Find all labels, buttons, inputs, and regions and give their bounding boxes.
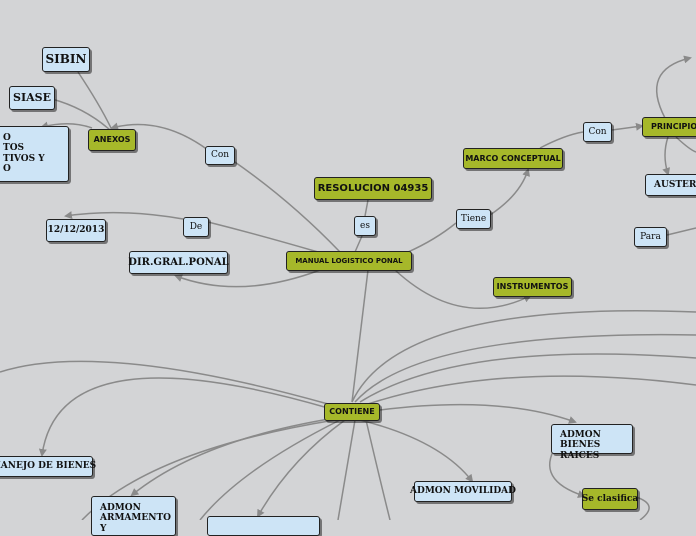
link-principios-right bbox=[675, 136, 696, 153]
link-contiene-manejo bbox=[38, 377, 329, 457]
link-contiene-armamento bbox=[130, 417, 336, 497]
link-tiene-marco bbox=[489, 168, 530, 216]
node-es[interactable]: es bbox=[354, 216, 376, 236]
node-contiene[interactable]: CONTIENE bbox=[324, 403, 380, 421]
node-se-clasifica[interactable]: Se clasifica bbox=[582, 488, 638, 510]
node-bottom-box[interactable] bbox=[207, 516, 320, 536]
node-siase[interactable]: SIASE bbox=[9, 86, 55, 110]
link-principios-loop bbox=[656, 55, 692, 119]
link-manual-dir bbox=[174, 269, 321, 288]
link-manual-instrumentos bbox=[394, 269, 532, 309]
node-resolucion[interactable]: RESOLUCION 04935 bbox=[314, 177, 432, 200]
node-para[interactable]: Para bbox=[634, 227, 667, 247]
node-dir-gral[interactable]: DIR.GRAL.PONAL bbox=[128, 251, 229, 274]
node-manejo-bienes[interactable]: MANEJO DE BIENES bbox=[0, 456, 96, 477]
link-contiene-right4 bbox=[364, 375, 696, 406]
link-de-fecha bbox=[64, 211, 184, 220]
link-contiene-left3 bbox=[199, 419, 341, 520]
link-contiene-down bbox=[337, 419, 356, 520]
link-sibin-anexos bbox=[77, 71, 113, 131]
connection-lines bbox=[0, 55, 696, 520]
link-manual-con bbox=[231, 159, 341, 253]
link-es-manual bbox=[354, 235, 363, 253]
link-anexos-text bbox=[40, 121, 93, 130]
link-manual-contiene bbox=[351, 269, 369, 403]
node-instrumentos[interactable]: INSTRUMENTOS bbox=[493, 277, 572, 297]
link-con-anexos bbox=[110, 122, 209, 151]
link-contiene-bienes bbox=[379, 403, 577, 424]
link-contiene-movilidad bbox=[359, 419, 474, 483]
link-marco-con bbox=[539, 131, 584, 149]
link-contiene-down2 bbox=[365, 419, 391, 520]
link-contiene-bottom bbox=[257, 419, 346, 518]
link-contiene-left1 bbox=[0, 360, 329, 405]
node-con-left[interactable]: Con bbox=[205, 146, 235, 165]
link-siase-anexos bbox=[51, 98, 111, 131]
link-clasifica-right bbox=[635, 496, 650, 520]
node-principios[interactable]: PRINCIPIOS bbox=[642, 117, 696, 137]
node-sibin[interactable]: SIBIN bbox=[42, 47, 90, 72]
node-admon-movilidad[interactable]: ADMON MOVILIDAD bbox=[410, 481, 516, 502]
node-marco[interactable]: MARCO CONCEPTUAL bbox=[463, 148, 563, 169]
link-resolucion-es bbox=[364, 199, 369, 217]
node-tiene[interactable]: Tiene bbox=[456, 209, 491, 229]
node-anexos-content[interactable]: O TOS TIVOS Y O bbox=[0, 126, 69, 182]
node-de[interactable]: De bbox=[183, 217, 209, 237]
node-manual[interactable]: MANUAL LOGISTICO PONAL bbox=[286, 251, 412, 271]
node-con-right[interactable]: Con bbox=[583, 122, 612, 142]
link-manual-tiene bbox=[407, 222, 457, 253]
link-contiene-right1 bbox=[351, 309, 696, 403]
node-anexos[interactable]: ANEXOS bbox=[88, 129, 136, 151]
node-admon-armamento[interactable]: ADMON ARMAMENTO Y bbox=[91, 496, 176, 536]
link-contiene-right3 bbox=[359, 353, 696, 403]
node-austeridad[interactable]: AUSTERIDAD bbox=[645, 174, 696, 196]
node-admon-bienes-raices[interactable]: ADMON BIENES RAICES bbox=[551, 424, 633, 461]
link-con-principios bbox=[611, 122, 644, 131]
link-contiene-right2 bbox=[354, 333, 696, 403]
node-fecha[interactable]: 12/12/2013 bbox=[46, 219, 106, 242]
link-para-right bbox=[666, 227, 696, 236]
link-principios-austeridad bbox=[662, 136, 671, 176]
link-manual-de bbox=[207, 221, 319, 253]
